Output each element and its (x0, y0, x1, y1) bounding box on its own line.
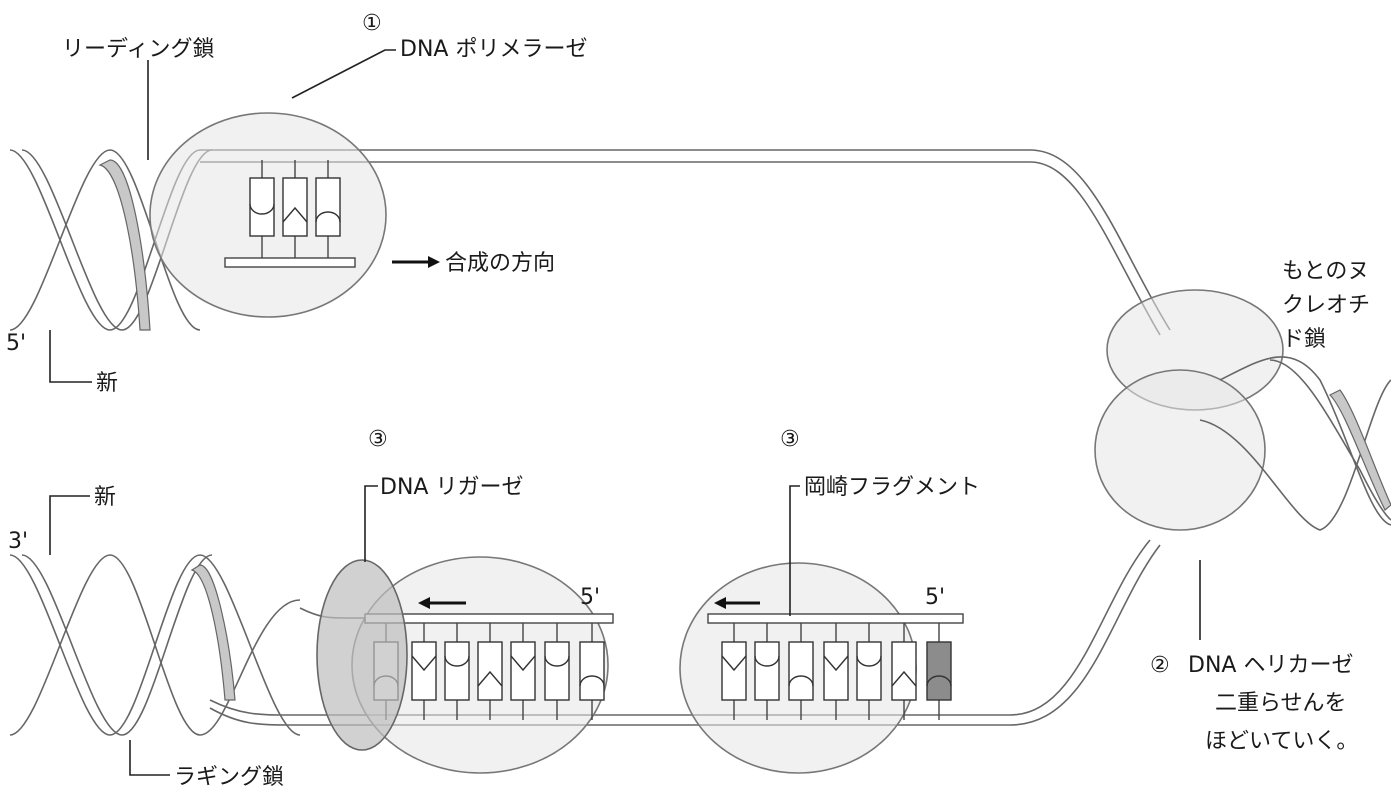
marker-3-right: ③ (780, 427, 800, 452)
nucleotides-right (721, 623, 952, 720)
helicase-description-2: ほどいていく。 (1205, 729, 1358, 754)
new-bottom-leader (49, 495, 90, 555)
new-top-leader (49, 330, 92, 383)
right-original-helix (1199, 356, 1391, 531)
ligase-leader (364, 485, 378, 562)
dna-polymerase-top (149, 112, 387, 318)
dna-polymerase-bottom-right (679, 562, 964, 774)
original-strand-label-1: もとのヌ (1282, 259, 1369, 284)
new-bottom-label: 新 (94, 485, 116, 510)
five-prime-mid-label: 5' (580, 585, 600, 610)
polymerase-leader (291, 49, 396, 99)
five-prime-top-label: 5' (6, 331, 26, 356)
dna-helicase (1094, 289, 1284, 531)
lagging-strand-leader (129, 740, 170, 776)
dna-ligase (316, 559, 408, 751)
leading-strand-track (200, 149, 1171, 336)
okazaki-leader (789, 485, 800, 616)
helicase-description-1: 二重らせんを (1215, 691, 1347, 716)
dna-polymerase-label: DNA ポリメラーゼ (400, 37, 587, 62)
original-strand-label-2: クレオチ (1282, 293, 1370, 318)
dna-ligase-label: DNA リガーゼ (380, 475, 523, 500)
synthesis-direction-arrow (392, 256, 440, 268)
three-prime-label: 3' (8, 529, 28, 554)
bottom-left-double-helix (9, 554, 301, 736)
leading-strand-label: リーディング鎖 (62, 37, 214, 62)
marker-3-left: ③ (368, 427, 388, 452)
okazaki-fragment-label: 岡崎フラグメント (804, 475, 980, 500)
marker-2: ② (1150, 653, 1170, 678)
lagging-strand-label: ラギング鎖 (174, 765, 284, 790)
dna-helicase-label: DNA ヘリカーゼ (1188, 653, 1353, 678)
marker-1: ① (362, 11, 382, 36)
new-top-label: 新 (96, 371, 118, 396)
synthesis-direction-label: 合成の方向 (445, 251, 555, 276)
original-strand-label-3: ド鎖 (1282, 327, 1326, 352)
five-prime-right-label: 5' (925, 585, 945, 610)
